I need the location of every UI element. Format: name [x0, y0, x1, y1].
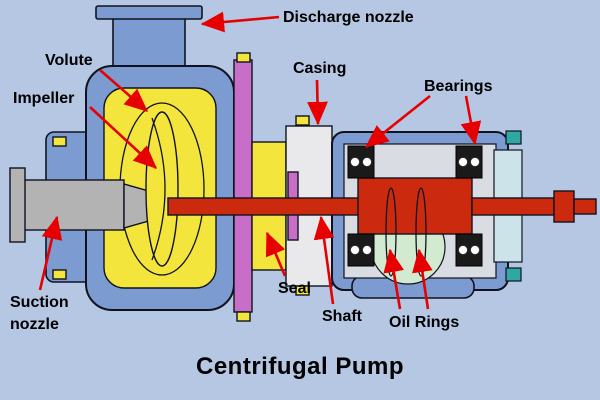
seal-arrow [265, 231, 287, 277]
oil-ring-right-arrow [412, 248, 433, 310]
shaft-label: Shaft [322, 308, 362, 325]
oil-ring-left-arrow [383, 248, 404, 310]
discharge-nozzle-part [95, 5, 203, 75]
bearings-label: Bearings [424, 78, 493, 95]
casing-arrow [307, 79, 328, 126]
oil-rings-part [385, 187, 427, 277]
impeller-label: Impeller [13, 90, 75, 107]
volute-label: Volute [45, 52, 93, 69]
suction-nozzle-arrow [38, 215, 63, 291]
impeller-arrow [89, 106, 157, 169]
bearings-part [347, 145, 483, 267]
seal-label: Seal [278, 280, 311, 297]
discharge-nozzle-arrow [200, 11, 280, 33]
shaft-arrow [313, 215, 335, 305]
discharge-nozzle-label: Discharge nozzle [283, 9, 414, 26]
casing-label: Casing [293, 60, 347, 77]
bearing-right-arrow [460, 95, 482, 146]
bearing-left-arrow [364, 94, 431, 149]
casing-cover-part [233, 59, 253, 313]
impeller-part [145, 111, 179, 267]
shaft-part [167, 177, 597, 235]
suction-nozzle-label: Suction nozzle [10, 294, 69, 333]
annotation-arrows [38, 11, 482, 310]
volute-arrow [99, 69, 148, 112]
bolts-part [52, 52, 310, 322]
diagram-title: Centrifugal Pump [195, 353, 404, 380]
oil-rings-label: Oil Rings [389, 314, 460, 331]
